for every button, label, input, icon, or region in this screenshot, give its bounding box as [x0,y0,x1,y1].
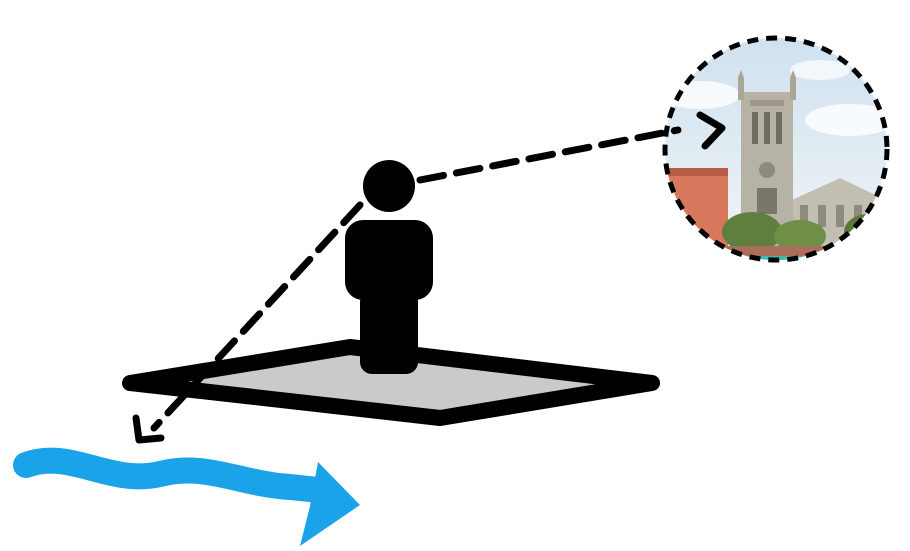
water-flow-arrow [13,447,360,546]
person-figure [345,160,433,374]
person-torso [345,220,433,300]
water-arrowhead [300,462,360,546]
platform [122,339,660,426]
view-arrow [416,111,726,184]
down-arrowhead [132,414,165,444]
person-head [363,160,415,212]
photo-border [662,35,890,263]
person-legs [360,290,418,374]
landmark-photo [662,35,890,263]
view-arrowhead [696,111,726,150]
down-arrow [132,201,364,444]
